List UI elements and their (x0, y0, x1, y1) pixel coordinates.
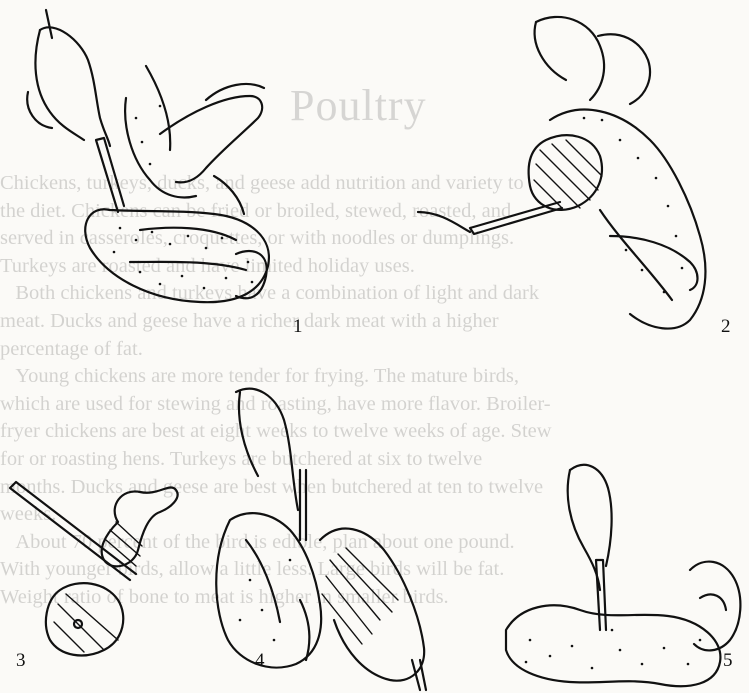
figure-5-splitting-back (506, 465, 740, 686)
figure-number-2: 2 (721, 316, 731, 338)
figure-4-splitting-breast (216, 389, 426, 690)
figure-1-cutting-wing (27, 10, 269, 302)
figure-number-5: 5 (723, 650, 733, 672)
figure-2-cutting-thigh (418, 17, 705, 329)
figure-3-cutting-drumstick (10, 482, 178, 655)
figure-number-1: 1 (293, 316, 303, 338)
figure-number-4: 4 (255, 650, 265, 672)
figure-number-3: 3 (16, 650, 26, 672)
